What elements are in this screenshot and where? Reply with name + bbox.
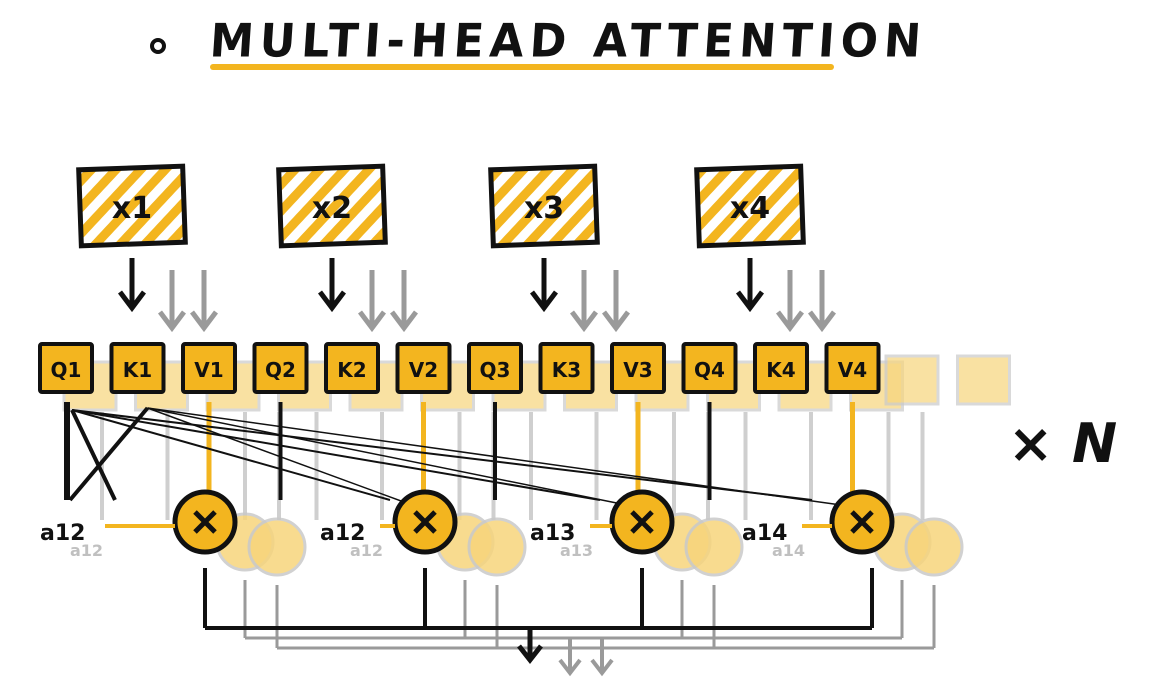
output-arrow-icon bbox=[590, 638, 614, 677]
qkv-box-v3: V3 bbox=[610, 342, 666, 394]
ghost-score-label: a14 bbox=[772, 541, 805, 560]
qkv-box-k4: K4 bbox=[753, 342, 809, 394]
qkv-box-q4: Q4 bbox=[681, 342, 738, 394]
score-label: a12 bbox=[320, 521, 365, 546]
qkv-box-k1: K1 bbox=[109, 342, 166, 394]
ghost-score-label: a12 bbox=[350, 541, 383, 560]
title-underline bbox=[210, 64, 834, 70]
repeat-multiplier: × N bbox=[1008, 412, 1118, 475]
attention-line bbox=[147, 407, 413, 506]
title-row: MULTI-HEAD ATTENTION bbox=[140, 10, 929, 70]
mult-layer bbox=[105, 489, 895, 555]
down-arrow-icon bbox=[118, 258, 146, 313]
qkv-label: Q3 bbox=[480, 358, 511, 382]
ghost-circle bbox=[467, 517, 527, 577]
output-arrow-icon bbox=[517, 628, 543, 665]
input-label: x1 bbox=[112, 191, 152, 226]
arrow-layer bbox=[118, 258, 836, 333]
qkv-label: K4 bbox=[766, 358, 795, 382]
down-arrow-icon bbox=[530, 258, 558, 313]
down-arrow-icon bbox=[736, 258, 764, 313]
ghost-circle bbox=[904, 517, 964, 577]
qkv-layer: Q1 K1 V1 Q2 K2 V2 Q3 K3 V3 Q4 K4 V4 bbox=[38, 342, 881, 394]
attention-line bbox=[71, 409, 391, 501]
bullet-icon bbox=[150, 38, 166, 54]
down-arrow-icon bbox=[158, 270, 186, 333]
down-arrow-icon bbox=[390, 270, 418, 333]
ghost-circle bbox=[684, 517, 744, 577]
qkv-box-q3: Q3 bbox=[467, 342, 523, 394]
qkv-box-q2: Q2 bbox=[252, 342, 309, 394]
down-arrow-icon bbox=[570, 270, 598, 333]
input-layer: x1 x2 x3 x4 bbox=[76, 163, 806, 249]
input-label: x3 bbox=[524, 191, 564, 226]
qkv-label: Q4 bbox=[694, 358, 725, 382]
down-arrow-icon bbox=[190, 270, 218, 333]
multiply-node-4 bbox=[802, 489, 895, 555]
input-box-3: x3 bbox=[488, 163, 600, 249]
input-box-2: x2 bbox=[276, 163, 388, 249]
input-label: x2 bbox=[312, 191, 352, 226]
key-line bbox=[68, 406, 150, 502]
attention-line bbox=[71, 409, 601, 501]
ghost-box bbox=[884, 354, 940, 406]
qkv-box-v4: V4 bbox=[824, 342, 881, 394]
down-arrow-icon bbox=[808, 270, 836, 333]
down-arrow-icon bbox=[602, 270, 630, 333]
qkv-box-k3: K3 bbox=[538, 342, 595, 394]
qkv-label: V2 bbox=[409, 358, 438, 382]
qkv-label: K3 bbox=[552, 358, 581, 382]
qkv-label: Q2 bbox=[265, 358, 296, 382]
ghost-box bbox=[956, 354, 1011, 406]
score-label: a14 bbox=[742, 521, 787, 546]
multiply-node-1 bbox=[105, 489, 238, 555]
down-arrow-icon bbox=[776, 270, 804, 333]
attention-line bbox=[147, 407, 627, 506]
line-layer bbox=[64, 402, 855, 506]
input-box-4: x4 bbox=[694, 163, 806, 249]
input-label: x4 bbox=[730, 191, 770, 226]
score-label: a13 bbox=[530, 521, 575, 546]
attention-line bbox=[147, 407, 842, 506]
qkv-label: K1 bbox=[123, 358, 152, 382]
multiply-node-2 bbox=[380, 489, 458, 555]
qkv-box-q1: Q1 bbox=[38, 342, 94, 394]
multiply-node-3 bbox=[590, 489, 675, 555]
input-box-1: x1 bbox=[76, 163, 188, 249]
ghost-circle bbox=[247, 517, 307, 577]
qkv-label: Q1 bbox=[51, 358, 82, 382]
ghost-score-label: a13 bbox=[560, 541, 593, 560]
down-arrow-icon bbox=[318, 258, 346, 313]
qkv-box-v2: V2 bbox=[395, 342, 452, 394]
score-layer: a12 a12 a13 a14 bbox=[40, 521, 787, 546]
qkv-label: V1 bbox=[194, 358, 223, 382]
attention-line bbox=[70, 409, 117, 501]
down-arrow-icon bbox=[358, 270, 386, 333]
output-arrow-icon bbox=[558, 638, 582, 677]
output-layer bbox=[203, 568, 874, 677]
score-label: a12 bbox=[40, 521, 85, 546]
qkv-box-v1: V1 bbox=[181, 342, 237, 394]
attention-line bbox=[71, 409, 813, 501]
qkv-box-k2: K2 bbox=[324, 342, 380, 394]
qkv-label: K2 bbox=[337, 358, 366, 382]
ghost-score-label: a12 bbox=[70, 541, 103, 560]
qkv-label: V4 bbox=[838, 358, 867, 382]
qkv-label: V3 bbox=[623, 358, 652, 382]
